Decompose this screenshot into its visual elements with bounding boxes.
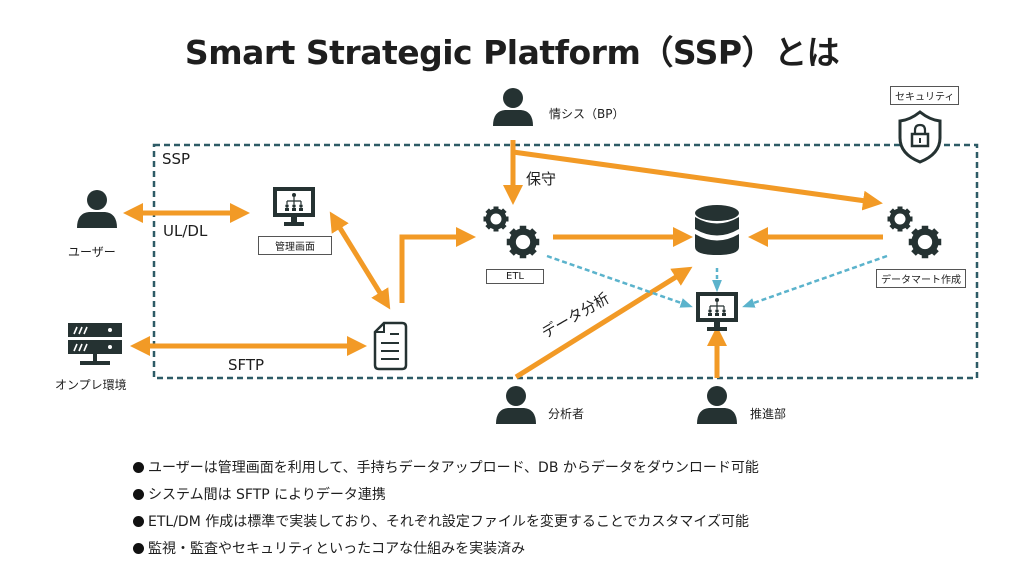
sysadmin-person-icon — [493, 88, 533, 126]
bullet-dot-icon — [133, 543, 144, 554]
arrow-admin-file — [329, 211, 391, 310]
arrow-file-etl — [399, 227, 476, 303]
server-icon — [68, 323, 122, 365]
ul-dl-label: UL/DL — [163, 222, 208, 240]
bullet-dot-icon — [133, 489, 144, 500]
admin-monitor-icon — [272, 186, 316, 227]
user-label: ユーザー — [68, 245, 116, 259]
bullet-item: システム間は SFTP によりデータ連携 — [133, 482, 759, 509]
onprem-label: オンプレ環境 — [55, 378, 127, 392]
sftp-label: SFTP — [228, 356, 265, 374]
ssp-boundary-label: SSP — [162, 150, 191, 168]
bullet-item: 監視・監査やセキュリティといったコアな仕組みを実装済み — [133, 536, 759, 563]
bullet-item: ユーザーは管理画面を利用して、手持ちデータアップロード、DB からデータをダウン… — [133, 455, 759, 482]
promotion-person-icon — [697, 386, 737, 424]
page-title: Smart Strategic Platform（SSP）とは — [184, 33, 840, 72]
arrow-data-analysis — [514, 266, 693, 380]
bullet-dot-icon — [133, 516, 144, 527]
security-label: セキュリティ — [890, 86, 960, 105]
ssp-boundary — [152, 143, 979, 380]
analyst-person-icon — [496, 386, 536, 424]
sysadmin-label: 情シス（BP） — [549, 107, 625, 121]
bullet-dot-icon — [133, 462, 144, 473]
analyst-label: 分析者 — [548, 407, 585, 421]
dashed-datamart-dashboard — [742, 254, 888, 308]
etl-label: ETL — [486, 269, 544, 284]
dashboard-monitor-icon — [695, 291, 739, 332]
arrow-maintenance-datamart — [512, 149, 883, 211]
bullet-list: ユーザーは管理画面を利用して、手持ちデータアップロード、DB からデータをダウン… — [133, 455, 759, 563]
bullet-item: ETL/DM 作成は標準で実装しており、それぞれ設定ファイルを変更することでカス… — [133, 509, 759, 536]
dashed-etl-dashboard — [546, 254, 693, 308]
database-icon — [695, 205, 739, 255]
promotion-label: 推進部 — [750, 407, 787, 421]
datamart-label: データマート作成 — [876, 269, 966, 288]
shield-lock-icon — [898, 110, 942, 164]
document-icon — [373, 321, 408, 371]
user-person-icon — [77, 190, 117, 228]
maintenance-label: 保守 — [526, 170, 557, 188]
admin-screen-label: 管理画面 — [258, 236, 332, 255]
etl-gears-icon — [484, 207, 540, 259]
datamart-gears-icon — [888, 207, 942, 259]
